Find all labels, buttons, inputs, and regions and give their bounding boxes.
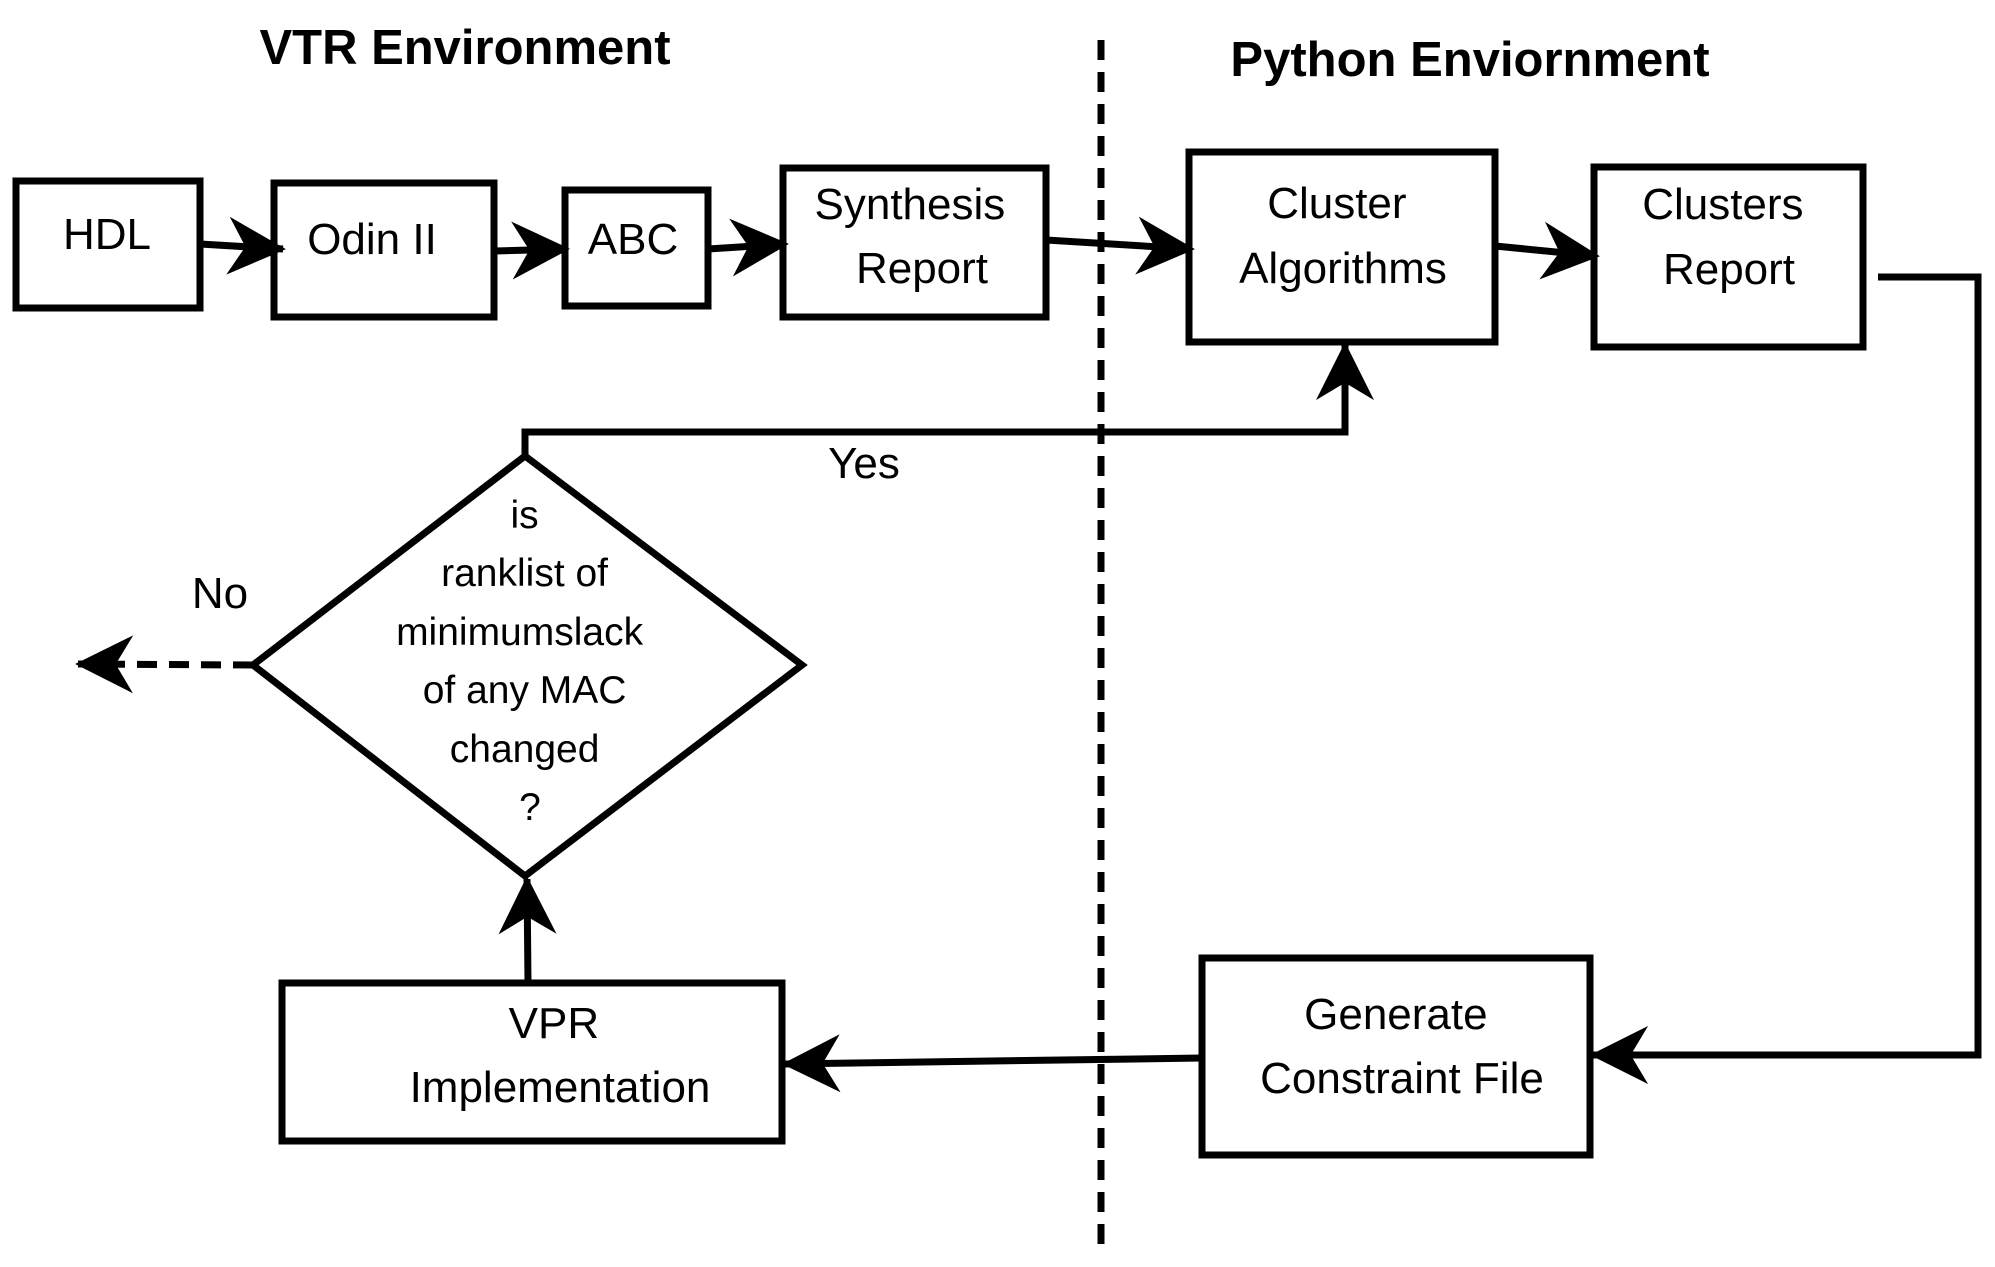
edge-decision-yes-cluster — [521, 342, 1374, 456]
label-clusters-report: Clusters Report — [1642, 180, 1816, 294]
label-vpr-implementation-line-2: Implementation — [410, 1063, 711, 1112]
label-synthesis-line-2: Report — [856, 244, 988, 293]
edge-abc-synthesis — [707, 218, 789, 277]
edge-label-no: No — [192, 569, 248, 618]
edge-constraint-vpr — [782, 1034, 1203, 1093]
label-decision-line-3: minimumslack — [396, 611, 644, 654]
node-vpr-implementation — [278, 979, 786, 1145]
label-clusters-report-line-1: Clusters — [1642, 180, 1803, 229]
label-vpr-implementation: VPR Implementation — [410, 999, 711, 1112]
label-cluster-algorithms-line-2: Algorithms — [1239, 244, 1447, 293]
label-odin: Odin II — [307, 215, 437, 264]
label-synthesis-line-1: Synthesis — [815, 180, 1006, 229]
label-clusters-report-line-2: Report — [1663, 245, 1795, 294]
label-cluster-algorithms-line-1: Cluster — [1267, 179, 1406, 228]
label-generate-constraint-line-2: Constraint File — [1260, 1054, 1544, 1103]
label-decision-line-6: ? — [519, 786, 541, 829]
edge-cluster-report — [1494, 221, 1600, 280]
label-decision-line-5: changed — [450, 728, 600, 771]
label-abc-line: ABC — [588, 215, 678, 264]
label-odin-line: Odin II — [307, 215, 437, 264]
label-decision: is ranklist of minimumslack of any MAC c… — [396, 494, 654, 829]
edge-decision-no — [75, 635, 254, 694]
label-decision-line-1: is — [510, 494, 538, 537]
label-cluster-algorithms: Cluster Algorithms — [1239, 179, 1447, 293]
label-decision-line-4: of any MAC — [423, 669, 627, 712]
label-decision-line-2: ranklist of — [441, 552, 608, 595]
label-vpr-implementation-line-1: VPR — [509, 999, 599, 1048]
label-generate-constraint-line-1: Generate — [1304, 990, 1487, 1039]
section-title-vtr: VTR Environment — [259, 21, 670, 75]
edge-hdl-odin — [199, 216, 286, 275]
section-title-python: Python Enviornment — [1230, 33, 1709, 87]
connectors — [75, 216, 1982, 1093]
label-generate-constraint: Generate Constraint File — [1260, 990, 1544, 1103]
edge-synthesis-cluster — [1045, 216, 1195, 275]
node-generate-constraint — [1198, 954, 1594, 1159]
edge-report-constraint — [1590, 273, 1982, 1084]
label-abc: ABC — [588, 215, 678, 264]
edge-label-yes: Yes — [828, 439, 900, 488]
label-hdl: HDL — [63, 210, 151, 259]
label-synthesis: Synthesis Report — [815, 180, 1018, 293]
edge-vpr-decision — [498, 876, 557, 984]
node-decision — [247, 451, 808, 881]
edge-odin-abc — [493, 221, 570, 280]
label-hdl-line: HDL — [63, 210, 151, 259]
